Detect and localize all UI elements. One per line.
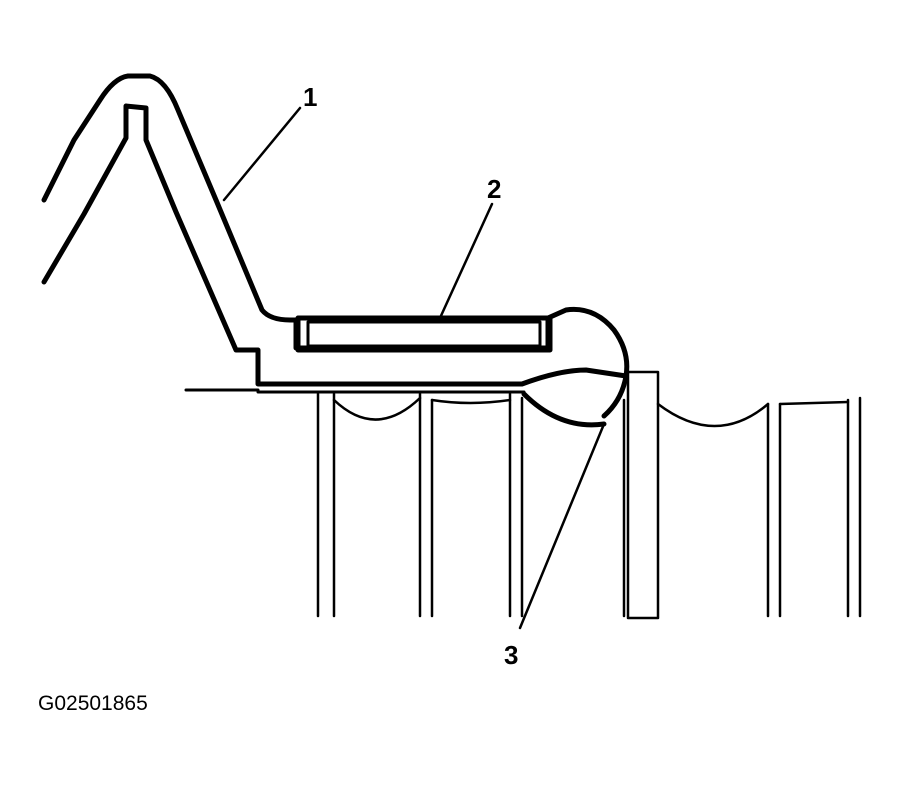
seal-inner-outline	[41, 103, 629, 387]
seal-lip-contact	[521, 391, 607, 428]
header-post	[626, 370, 660, 620]
callout-2: 2	[487, 174, 501, 204]
figure-id: G02501865	[38, 692, 148, 715]
tube-walls-right	[622, 396, 862, 618]
callout-3: 3	[504, 640, 518, 670]
leader-lines	[222, 106, 606, 630]
tube-fins-right	[622, 370, 862, 620]
leader-line-3	[518, 422, 606, 630]
seal-outer-outline	[41, 73, 630, 419]
tube-arches-left	[332, 396, 512, 421]
part-1-seal-clip	[41, 73, 630, 428]
leader-line-2	[438, 202, 494, 320]
tube-arches-right	[656, 400, 850, 428]
tube-fins-left	[316, 392, 524, 618]
leader-line-1	[222, 106, 302, 202]
insert-outer-rect	[295, 315, 553, 353]
flange-base-line	[184, 388, 526, 394]
insert-inner-rect	[306, 320, 542, 348]
tube-walls-left	[316, 392, 524, 618]
callout-1: 1	[303, 82, 317, 112]
part-2-insert	[295, 315, 553, 353]
